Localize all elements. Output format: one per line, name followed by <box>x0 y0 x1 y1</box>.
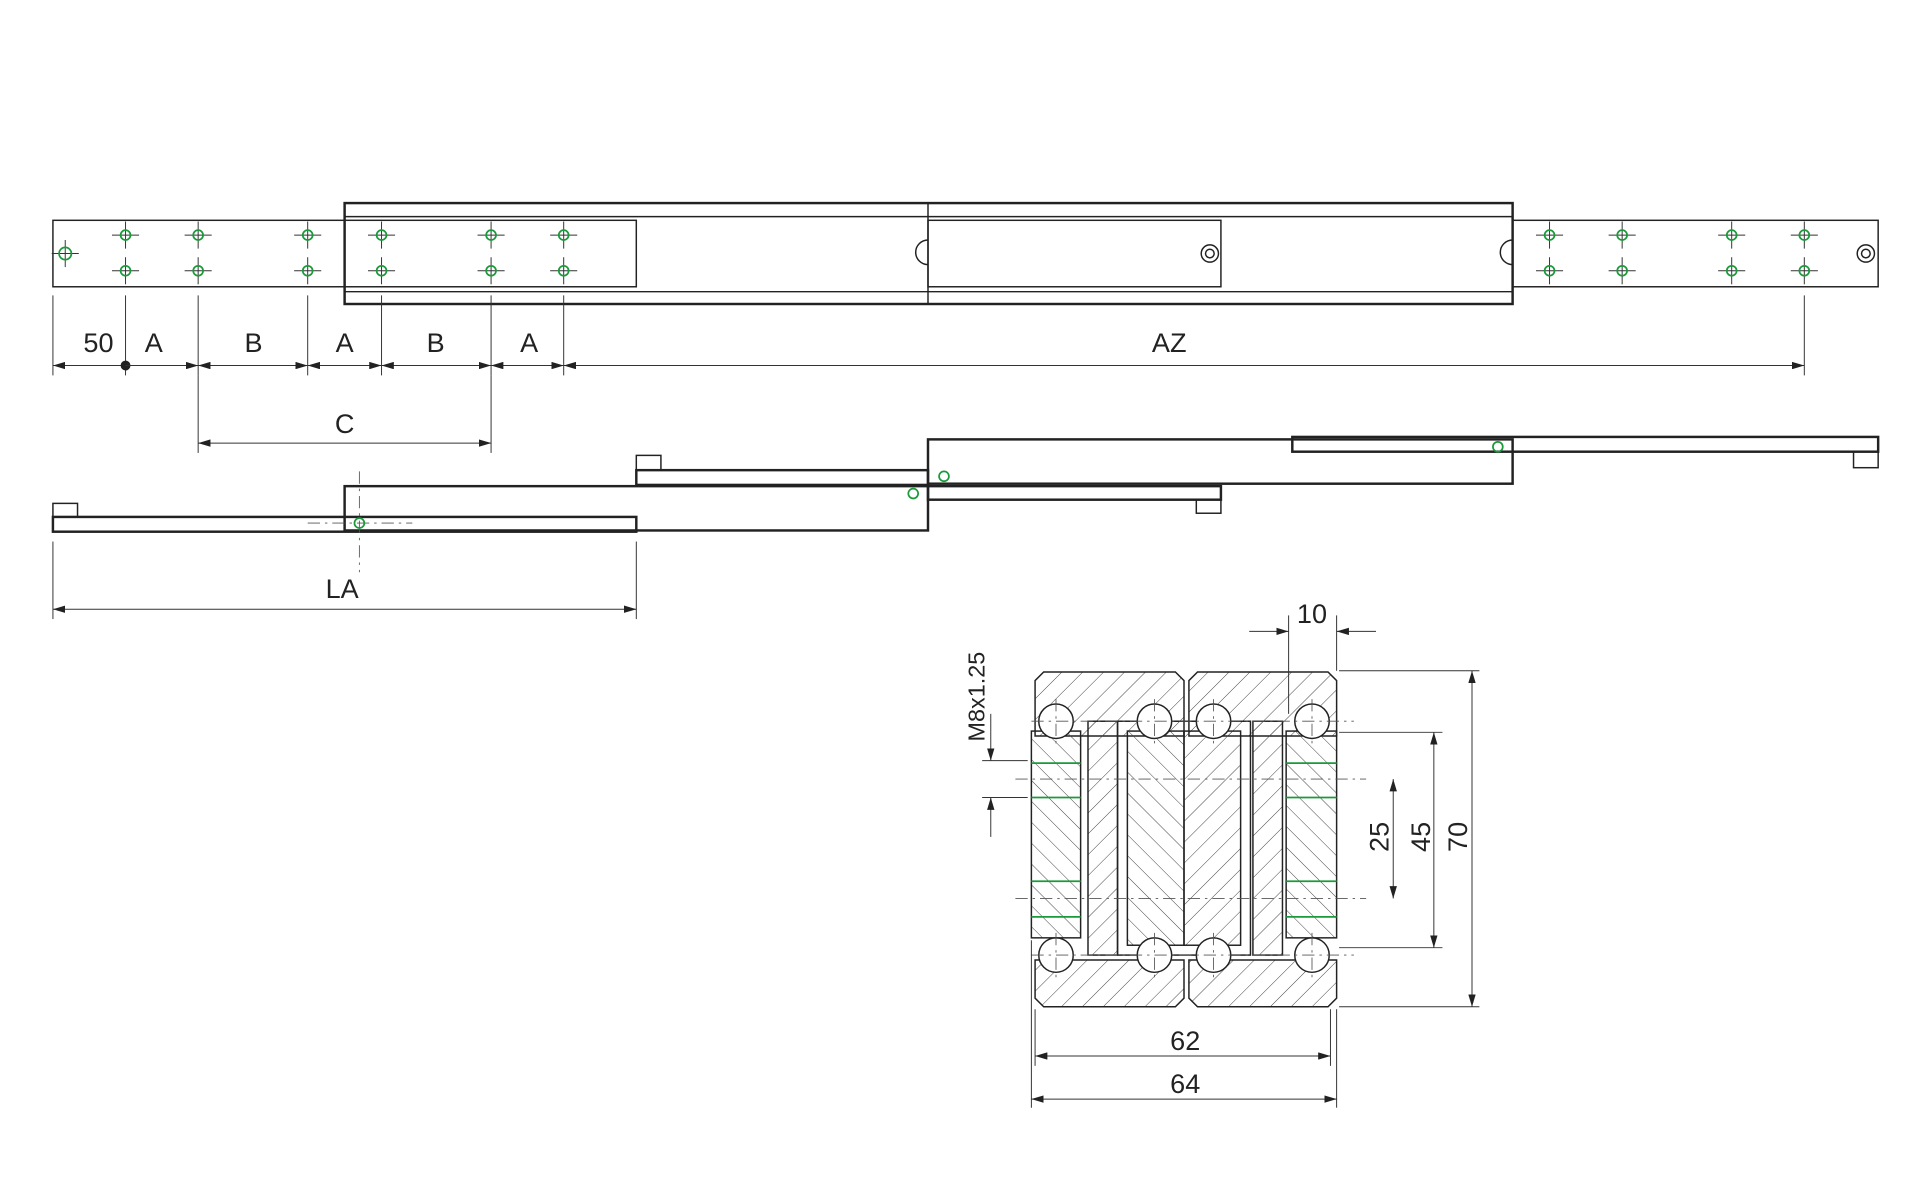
dim-a: A <box>145 327 163 358</box>
hole-icon <box>368 257 396 285</box>
dim-b: B <box>427 327 445 358</box>
hole-icon <box>477 221 505 249</box>
hole-icon <box>294 221 322 249</box>
hole-icon <box>294 257 322 285</box>
right-mounting-strip <box>1511 219 1879 288</box>
dim-45: 45 <box>1405 822 1436 852</box>
hole-icon <box>1718 257 1746 285</box>
dim-a: A <box>336 327 354 358</box>
hole-icon <box>1608 257 1636 285</box>
hole-icon <box>477 257 505 285</box>
cross-section: 10 25 45 70 62 64 M8x1.25 <box>964 598 1480 1108</box>
middle-strip <box>927 219 1222 288</box>
dim-62: 62 <box>1170 1025 1200 1056</box>
hole-icon <box>112 257 140 285</box>
top-view <box>51 201 1879 306</box>
dim-az: AZ <box>1152 327 1187 358</box>
dim-a: A <box>520 327 538 358</box>
dim-10: 10 <box>1297 598 1327 629</box>
side-view: LA <box>51 435 1880 620</box>
hole-icon <box>184 257 212 285</box>
hole-icon <box>550 257 578 285</box>
hole-icon <box>550 221 578 249</box>
dim-64: 64 <box>1170 1068 1200 1099</box>
dim-70: 70 <box>1442 822 1473 852</box>
dim-la: LA <box>326 573 359 604</box>
dim-c: C <box>335 408 355 439</box>
hole-icon <box>1536 257 1564 285</box>
hole-icon <box>1536 221 1564 249</box>
mounting-holes <box>51 221 1818 285</box>
hole-icon <box>1718 221 1746 249</box>
dim-b: B <box>245 327 263 358</box>
hole-icon <box>1790 221 1818 249</box>
hole-icon <box>368 221 396 249</box>
hole-icon <box>112 221 140 249</box>
thread-label: M8x1.25 <box>964 652 990 742</box>
top-dimensions: 50 A B A B A AZ C <box>52 295 1805 453</box>
hole-icon <box>1790 257 1818 285</box>
hole-icon <box>184 221 212 249</box>
hole-icon <box>51 240 79 268</box>
dim-25: 25 <box>1363 822 1394 852</box>
dim-50: 50 <box>83 327 113 358</box>
notch-icon <box>914 239 929 266</box>
hole-icon <box>1608 221 1636 249</box>
